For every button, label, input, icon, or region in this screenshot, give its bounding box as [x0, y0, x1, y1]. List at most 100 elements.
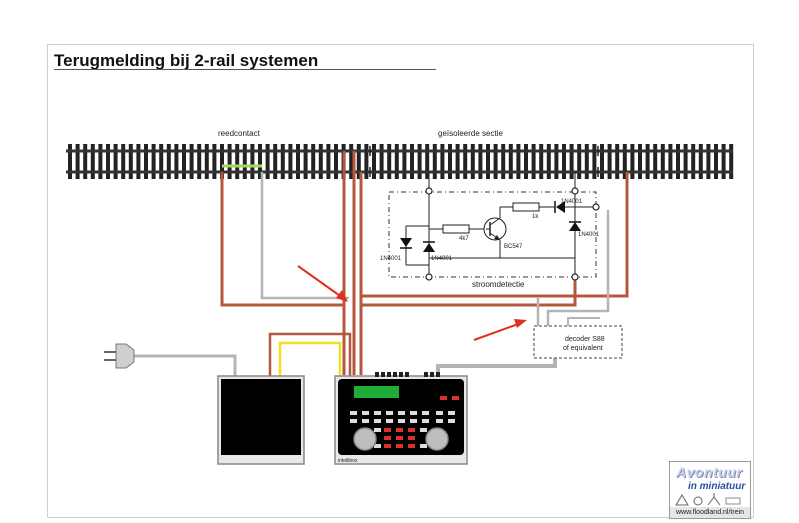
track-sleeper [326, 144, 331, 179]
track-sleeper [463, 144, 468, 179]
track-sleepers [68, 144, 734, 179]
intellibox-key [420, 428, 427, 432]
track-sleeper [68, 144, 72, 179]
track-sleeper [425, 144, 430, 179]
track-sleeper [698, 144, 703, 179]
track-sleeper [288, 144, 293, 179]
logo-title: Avontuur [676, 464, 743, 480]
track-sleeper [364, 144, 369, 179]
track-sleeper [113, 144, 118, 179]
decoder-label-1: decoder S88 [565, 336, 605, 343]
intellibox-key [448, 411, 455, 415]
track-sleeper [311, 144, 316, 179]
detection-box [388, 191, 597, 278]
wire-decoder-signal-3 [567, 317, 600, 326]
track-sleeper [691, 144, 696, 179]
track-sleeper [478, 144, 483, 179]
label-current-detection: stroomdetectie [472, 280, 525, 289]
label-reedcontact: reedcontact [218, 129, 261, 138]
track-sleeper [645, 144, 650, 179]
arrow-to-decoder [473, 322, 522, 341]
label-diode-right-side: 1N4001 [578, 232, 600, 238]
intellibox-key [374, 419, 381, 423]
track-sleeper [98, 144, 103, 179]
arrows [297, 265, 527, 341]
track-sleeper [349, 144, 354, 179]
intellibox-led-key [396, 436, 403, 440]
track-sleeper [668, 144, 673, 179]
track-sleeper [569, 144, 574, 179]
label-resistor-4k7: 4k7 [459, 236, 469, 242]
intellibox-key [362, 419, 369, 423]
track-sleeper [273, 144, 278, 179]
wire-decoder-signal-1 [546, 210, 610, 326]
track-sleeper [75, 144, 80, 179]
track-sleeper [212, 144, 217, 179]
track-sleeper [508, 144, 513, 179]
track-sleeper [676, 144, 680, 179]
track-sleeper [410, 144, 414, 179]
track-sleeper [653, 144, 658, 179]
track-sleeper [660, 144, 665, 179]
label-diode-right-top: 1N4001 [561, 199, 583, 205]
intellibox-led-key [440, 396, 447, 400]
track-sleeper [220, 144, 224, 179]
wire-reed-grey [260, 172, 349, 300]
intellibox-led-key [384, 436, 391, 440]
intellibox-knob-right [425, 427, 449, 451]
track-sleeper [402, 144, 407, 179]
track-sleeper [729, 144, 734, 179]
wire-detection-brown [361, 275, 577, 307]
track-sleeper [524, 144, 528, 179]
track-sleeper [600, 144, 604, 179]
resistor-4k7 [442, 224, 470, 234]
track-sleeper [539, 144, 544, 179]
track-sleeper [638, 144, 642, 179]
title-underline [54, 69, 436, 70]
avontuur-logo: Avontuur in miniatuur www.floodland.nl/t… [669, 461, 751, 519]
diagram-title: Terugmelding bij 2-rail systemen [54, 51, 319, 70]
track-sleeper [394, 144, 399, 179]
intellibox-keypad [350, 396, 459, 448]
track-sleeper [121, 144, 126, 179]
wire-reed-brown [220, 172, 344, 307]
diode-left-1 [400, 238, 412, 247]
diode-left-2 [423, 243, 435, 252]
logo-subtitle: in miniatuur [688, 481, 746, 492]
wire-return-right [361, 172, 629, 298]
logo-artwork [675, 493, 741, 506]
track-sleeper [334, 144, 338, 179]
track-sleeper [493, 144, 498, 179]
label-diode-left-a: 1N4001 [380, 256, 402, 262]
track-sleeper [455, 144, 460, 179]
track [66, 144, 734, 179]
track-sleeper [204, 144, 209, 179]
track-sleeper [174, 144, 179, 179]
intellibox-key [420, 444, 427, 448]
track-sleeper [296, 144, 300, 179]
transformer [217, 375, 305, 465]
track-sleeper [615, 144, 620, 179]
intellibox-key [410, 419, 417, 423]
track-sleeper [486, 144, 490, 179]
track-sleeper [706, 144, 711, 179]
track-sleeper [280, 144, 285, 179]
intellibox-key [436, 419, 443, 423]
track-sleeper [83, 144, 88, 179]
track-sleeper [516, 144, 521, 179]
track-sleeper [235, 144, 240, 179]
intellibox-key [386, 419, 393, 423]
track-sleeper [607, 144, 612, 179]
intellibox-key [398, 411, 405, 415]
intellibox: intellibox [334, 372, 468, 465]
intellibox-key [374, 428, 381, 432]
intellibox-key [362, 411, 369, 415]
track-sleeper [448, 144, 452, 179]
wire-mains [134, 354, 237, 378]
track-sleeper [577, 144, 582, 179]
track-sleeper [683, 144, 688, 179]
wire-s88-bus [436, 358, 557, 377]
track-sleeper [417, 144, 422, 179]
track-sleeper [592, 144, 597, 179]
intellibox-led-key [396, 444, 403, 448]
